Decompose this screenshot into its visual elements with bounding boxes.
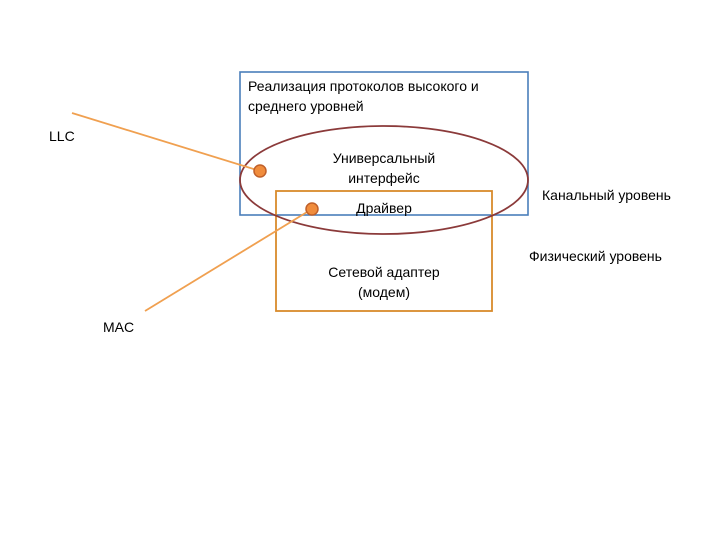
llc-label: LLC xyxy=(49,128,75,144)
protocols-label: Реализация протоколов высокого и среднег… xyxy=(248,76,479,116)
interface-ellipse xyxy=(239,125,529,235)
mac-leader-line xyxy=(144,208,313,312)
protocols-box xyxy=(239,71,529,216)
physical-layer-label: Физический уровень xyxy=(529,248,662,264)
mac-dot xyxy=(305,202,319,216)
universal-interface-label: Универсальный интерфейс xyxy=(304,148,464,188)
adapter-label-line2: (модем) xyxy=(357,284,410,300)
protocols-label-line2: среднего уровней xyxy=(248,98,364,114)
llc-dot xyxy=(253,164,267,178)
driver-label: Драйвер xyxy=(356,200,412,216)
universal-interface-line1: Универсальный xyxy=(332,150,436,166)
protocols-label-line1: Реализация протоколов высокого и xyxy=(248,78,479,94)
universal-interface-line2: интерфейс xyxy=(348,170,420,186)
link-layer-label: Канальный уровень xyxy=(542,187,671,203)
adapter-label-line1: Сетевой адаптер xyxy=(328,264,440,280)
adapter-label: Сетевой адаптер (модем) xyxy=(294,262,474,302)
mac-label: MAC xyxy=(103,319,135,335)
llc-leader-line xyxy=(71,112,261,172)
adapter-box xyxy=(275,190,493,312)
